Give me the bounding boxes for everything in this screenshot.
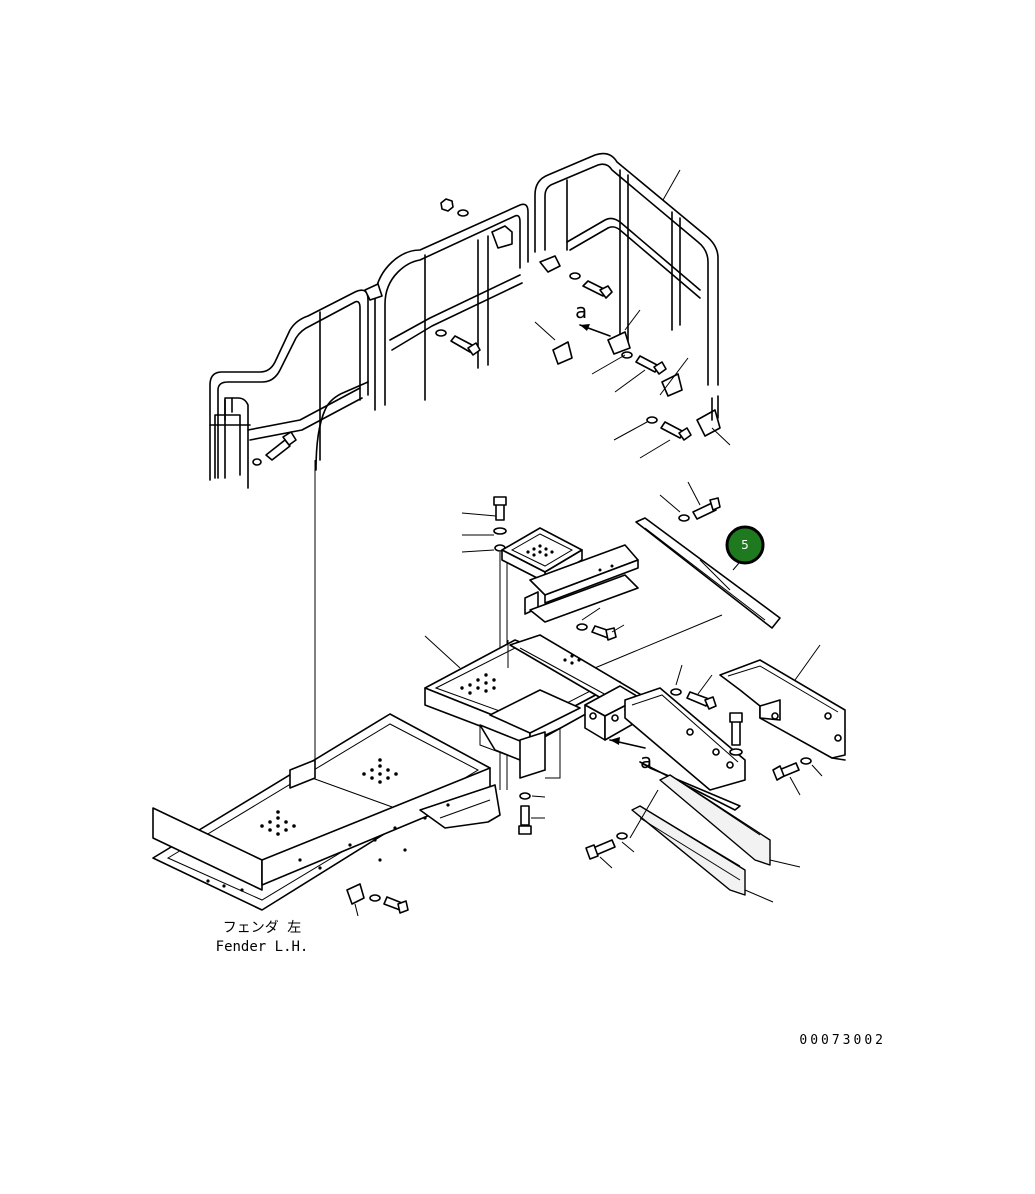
fender-side-holes	[206, 803, 450, 892]
perforated-holes-rail	[563, 654, 581, 665]
perforated-holes-step-box	[460, 673, 496, 695]
fender-lh	[152, 713, 501, 917]
drawing-number: 00073002	[799, 1033, 886, 1048]
fender-caption: フェンダ 左 Fender L.H.	[216, 920, 309, 955]
hardware-handrail	[252, 198, 692, 466]
reference-letter-a-mid: a	[640, 749, 652, 773]
side-plate-assembly: a	[585, 644, 846, 903]
fender-perforations-front	[260, 810, 296, 836]
callout-5-label: 5	[741, 538, 749, 552]
callout-5-circle[interactable]	[725, 525, 765, 565]
fender-perforations-rear	[362, 758, 398, 784]
callout-5[interactable]: 5	[725, 525, 765, 565]
fender-label-en: Fender L.H.	[216, 939, 309, 955]
reference-letter-a-top: a	[575, 299, 587, 323]
fender-label-jp: フェンダ 左	[223, 920, 301, 936]
perforated-holes-top-plate	[526, 544, 554, 557]
